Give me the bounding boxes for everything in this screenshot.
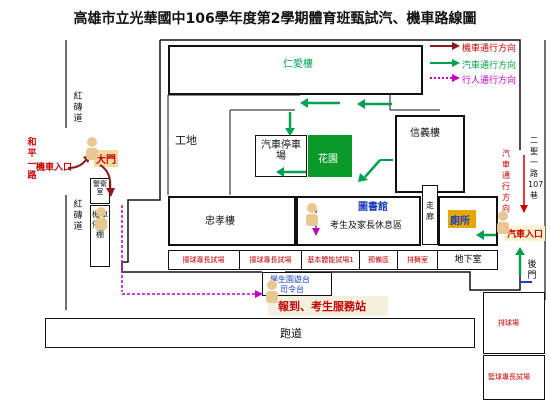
track-label: 跑道: [280, 327, 302, 340]
room-5: 排舞室: [398, 250, 438, 270]
room-row: [168, 250, 498, 270]
running-track: [45, 318, 475, 348]
legend-pedestrian: 行人通行方向: [462, 76, 517, 86]
road-left-bottom: 紅磚道: [73, 200, 83, 232]
room-list: 撞球專長試場 撞球專長試場 基本體能試場1 預備區 排舞室 地下室: [168, 250, 498, 270]
room-2: 撞球專長試場: [240, 250, 302, 270]
room-3: 基本體能試場1: [302, 250, 360, 270]
zhongxiao-building: [168, 196, 296, 246]
corridor-label: 走廊: [426, 201, 434, 221]
zhongxiao-label: 忠孝樓: [205, 216, 235, 227]
basketball-label: 籃球專長試場: [488, 373, 530, 381]
moto-entrance-label: 機車入口: [36, 163, 73, 173]
parking-lot: [255, 135, 307, 177]
room-4: 預備區: [360, 250, 398, 270]
room-1: 撞球專長試場: [168, 250, 240, 270]
garden-label: 花園: [318, 154, 338, 165]
garden: [308, 135, 352, 177]
library-label: 圖書館: [358, 202, 388, 213]
map-title: 高雄市立光華國中106學年度第2學期體育班甄試汽、機車路線圖: [73, 11, 477, 27]
stage-line2: 司令台: [280, 285, 304, 294]
renai-building: [168, 45, 423, 95]
rest-area-label: 考生及家長休息區: [330, 221, 403, 231]
parking-label: 汽車停車場: [261, 140, 301, 162]
basement-label: 地下室: [454, 255, 482, 265]
legend-motorcycle: 機車通行方向: [462, 44, 517, 54]
toilet-sign: [448, 210, 476, 228]
road-left-top: 紅磚道: [73, 92, 83, 124]
basketball-court: [483, 355, 545, 400]
stage-line1: 學生園遊台: [270, 275, 310, 284]
renai-label: 仁愛樓: [283, 59, 313, 70]
car-entrance-label: 汽車入口: [505, 226, 546, 241]
person-icons: [86, 137, 509, 303]
main-gate: 大門: [94, 150, 118, 167]
guard-label: 警衛室: [93, 180, 107, 196]
service-station: [268, 296, 388, 316]
volleyball-label: 排球場: [498, 319, 519, 327]
legend-car: 汽車通行方向: [462, 61, 517, 71]
corridor: [422, 185, 438, 245]
back-gate-label: 後門: [527, 260, 537, 281]
site-label: 工地: [175, 134, 197, 147]
volleyball-court: [483, 292, 545, 354]
xinyi-label: 信義樓: [410, 128, 440, 139]
car-direction-label: 汽車通行方向: [502, 149, 510, 213]
xinyi-building: [395, 115, 465, 193]
service-label: 報到、考生服務站: [278, 300, 366, 313]
road-heping: 和平一路: [27, 138, 37, 181]
road-ersheng: 二聖一路107巷: [528, 136, 544, 200]
toilet-label: 廁所: [450, 216, 470, 227]
